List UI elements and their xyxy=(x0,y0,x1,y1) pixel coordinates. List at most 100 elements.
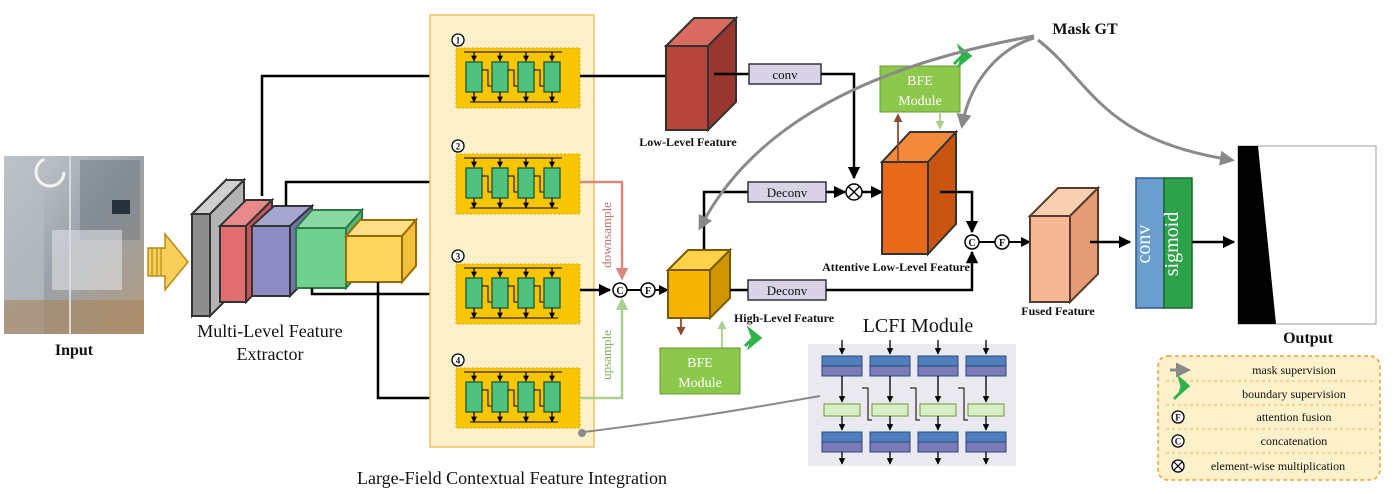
conv-unit xyxy=(517,167,535,199)
lcfi-zoom-connector xyxy=(583,395,821,433)
lcfi-inset-column xyxy=(869,340,920,465)
concat-icon xyxy=(1171,434,1185,448)
lcfi-inset-column xyxy=(821,340,872,465)
lcfi-inset-column xyxy=(917,340,968,465)
bfe-bottom-line1: BFE xyxy=(687,356,713,371)
extractor-arrows xyxy=(260,68,451,406)
conv-op-label: conv xyxy=(772,67,798,82)
legend-item-element-wise-multiplication: element-wise multiplication xyxy=(1171,459,1345,473)
conv-unit xyxy=(517,61,535,93)
multiply-icon xyxy=(1171,459,1185,473)
inset-conv-c xyxy=(869,431,911,443)
fused-feature-label: Fused Feature xyxy=(1021,304,1095,318)
inset-conv-c xyxy=(917,431,959,443)
extractor-label-line1: Multi-Level Feature xyxy=(197,321,342,341)
multiply-icon-1 xyxy=(845,183,863,201)
svg-text:mask supervision: mask supervision xyxy=(1252,363,1336,377)
output-mask xyxy=(1237,145,1377,325)
svg-text:element-wise multiplication: element-wise multiplication xyxy=(1211,459,1345,473)
upsample-label: upsample xyxy=(599,330,614,380)
inset-conv-b xyxy=(821,365,863,377)
bfe-top-line2: Module xyxy=(898,94,942,109)
unit-link xyxy=(508,285,518,303)
high-to-deconv-top-connector xyxy=(702,190,748,254)
unit-link xyxy=(534,69,544,87)
conv-to-multiply-arrow xyxy=(821,72,861,180)
conv-unit xyxy=(543,277,561,309)
inset-conv-c xyxy=(821,431,863,443)
legend-item-boundary-supervision: boundary supervision xyxy=(1172,374,1346,401)
mask-gt-label: Mask GT xyxy=(1052,21,1118,38)
unit-link xyxy=(534,389,544,407)
unit-link xyxy=(534,175,544,193)
inset-norm xyxy=(919,403,957,417)
lcfi-branch-3: 3 xyxy=(451,249,581,325)
fused-feature-block xyxy=(1027,185,1101,305)
conv-unit xyxy=(465,167,483,199)
head-sigmoid-block xyxy=(1163,177,1193,309)
attentive-low-level-feature-block xyxy=(879,129,959,257)
unit-link xyxy=(482,285,492,303)
head-conv-label: conv xyxy=(1133,225,1155,264)
inset-conv-c xyxy=(965,431,1007,443)
lcfi-branch-4: 4 xyxy=(451,353,581,429)
branch-number-badge xyxy=(451,249,465,263)
svg-text:F: F xyxy=(645,286,651,297)
inset-link xyxy=(958,387,968,421)
head-sigmoid-label: sigmoid xyxy=(1161,212,1183,276)
inset-link xyxy=(910,387,920,421)
deconv-bottom-to-concat-arrow xyxy=(826,250,979,292)
branch-number: 4 xyxy=(456,356,461,366)
conv-unit xyxy=(491,381,509,413)
inset-conv-d xyxy=(869,441,911,453)
conv-unit xyxy=(517,277,535,309)
bfe-top-line1: BFE xyxy=(907,74,933,89)
lcfi-module-blocks xyxy=(821,340,1007,465)
unit-link xyxy=(508,69,518,87)
inset-norm xyxy=(871,403,909,417)
lcfi-branch-2: 2 xyxy=(451,139,581,215)
branch-number: 3 xyxy=(456,252,461,262)
upsample-arrow-icon xyxy=(580,297,629,400)
inset-conv-a xyxy=(965,355,1007,367)
svg-text:boundary supervision: boundary supervision xyxy=(1242,387,1346,401)
attentive-to-concat-arrow xyxy=(940,190,979,234)
branch-number-badge xyxy=(451,353,465,367)
unit-link xyxy=(508,175,518,193)
inset-conv-b xyxy=(917,365,959,377)
conv-unit xyxy=(491,61,509,93)
boundary-supervision-bottom-icon xyxy=(743,325,763,351)
svg-text:C: C xyxy=(1175,437,1182,447)
branch-number-badge xyxy=(451,139,465,153)
branch-number: 1 xyxy=(456,36,461,46)
conv-unit xyxy=(465,381,483,413)
unit-link xyxy=(482,69,492,87)
inset-link xyxy=(862,387,872,421)
attentive-low-level-feature-label: Attentive Low-Level Feature xyxy=(822,260,970,274)
unit-link xyxy=(482,175,492,193)
inset-conv-a xyxy=(917,355,959,367)
conv-unit xyxy=(465,277,483,309)
downsample-label: downsample xyxy=(599,202,614,268)
legend-box xyxy=(1157,355,1381,481)
inset-conv-b xyxy=(869,365,911,377)
branch-number: 2 xyxy=(456,142,461,152)
conv-unit xyxy=(465,61,483,93)
lcfi-inset-column xyxy=(965,340,1007,465)
svg-text:concatenation: concatenation xyxy=(1261,434,1328,448)
conv-unit xyxy=(543,381,561,413)
lcfi-container-label: Large-Field Contextual Feature Integrati… xyxy=(357,468,667,488)
lcfi-zoom-dot xyxy=(578,429,586,437)
low-level-feature-label: Low-Level Feature xyxy=(639,135,737,149)
feature-extractor xyxy=(189,177,419,319)
concat-icon-2: C xyxy=(964,234,980,250)
unit-link xyxy=(534,285,544,303)
concat-icon-1: C xyxy=(612,282,628,298)
legend-item-concatenation: C concatenation xyxy=(1171,434,1328,448)
conv-unit xyxy=(517,381,535,413)
inset-conv-a xyxy=(869,355,911,367)
branch-number-badge xyxy=(451,33,465,47)
unit-link xyxy=(508,389,518,407)
lcfi-branch-1: 1 xyxy=(451,33,581,109)
high-level-feature-block xyxy=(665,247,733,321)
